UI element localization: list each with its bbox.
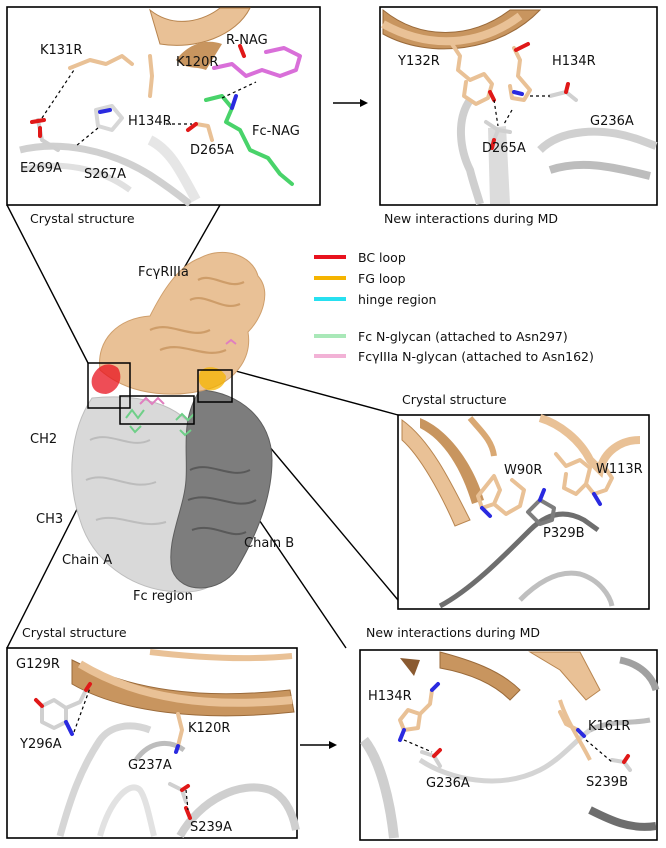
caption-top-right: New interactions during MD (384, 211, 558, 226)
panel-top-left-ribbons (19, 7, 251, 207)
caption-bottom-right: New interactions during MD (366, 625, 540, 640)
residue-label: H134R (368, 689, 412, 704)
residue-label: D265A (482, 141, 526, 156)
zoom-box-bc-loop (87, 362, 131, 409)
residue-label: W113R (596, 462, 643, 477)
fc-glycan-sticks (125, 408, 195, 437)
panel-mid-right-ribbons (401, 414, 641, 609)
panel-mid-right: W90R W113R P329B (397, 414, 650, 610)
legend-label-hinge: hinge region (358, 292, 436, 307)
residue-label: K161R (588, 719, 630, 734)
arrow-top (333, 99, 368, 107)
residue-label: H134R (552, 54, 596, 69)
arrow-bottom (300, 741, 337, 749)
residue-label: W90R (504, 463, 542, 478)
residue-label: R-NAG (226, 33, 268, 48)
residue-label: G236A (590, 114, 634, 129)
receptor-label: FcγRIIIa (138, 265, 189, 280)
panel-top-left-sticks (30, 44, 302, 186)
panel-bottom-right-ribbons (359, 651, 660, 839)
panel-bottom-left-ribbons (56, 649, 300, 839)
panel-bottom-left-hbonds (73, 687, 189, 811)
legend-label-receptor-glycan: FcγIIIa N-glycan (attached to Asn162) (358, 349, 594, 364)
panel-bottom-right: H134R K161R G236A S239B (359, 649, 660, 841)
receptor-ribbons (149, 276, 245, 354)
residue-label: Fc-NAG (252, 124, 300, 139)
panel-bottom-right-hbonds (403, 739, 613, 763)
residue-label: S239A (190, 820, 232, 835)
residue-label: S239B (586, 775, 628, 790)
residue-label: E269A (20, 161, 62, 176)
residue-label: D265A (190, 143, 234, 158)
chain-a-ribbons (85, 436, 167, 526)
legend: BC loop FG loop hinge region Fc N-glycan… (314, 250, 594, 364)
residue-label: G236A (426, 776, 470, 791)
caption-mid-right: Crystal structure (402, 392, 507, 407)
chain-a-label: Chain A (62, 553, 112, 568)
residue-label: P329B (543, 526, 585, 541)
ch3-label: CH3 (36, 512, 63, 527)
panel-bottom-left-sticks (34, 682, 192, 820)
panel-bottom-right-sticks (398, 682, 632, 772)
fc-region-label: Fc region (133, 589, 193, 604)
ch2-label: CH2 (30, 432, 57, 447)
chain-b-surface (170, 389, 273, 589)
panel-top-left-hbonds (41, 69, 257, 147)
legend-label-bc-loop: BC loop (358, 250, 406, 265)
residue-label: S267A (84, 167, 126, 182)
panel-top-right: Y132R H134R D265A G236A (379, 6, 658, 206)
residue-label: K120R (188, 721, 230, 736)
zoom-box-interface (119, 395, 195, 425)
panel-top-right-hbonds (493, 95, 550, 127)
residue-label: Y132R (397, 54, 440, 69)
residue-label: Y296A (19, 737, 62, 752)
residue-label: G237A (128, 758, 172, 773)
residue-label: H134R (128, 114, 172, 129)
legend-label-fg-loop: FG loop (358, 271, 406, 286)
caption-top-left: Crystal structure (30, 211, 135, 226)
caption-bottom-left: Crystal structure (22, 625, 127, 640)
receptor-glycan-sticks (139, 338, 237, 406)
zoom-box-fg-loop (197, 369, 233, 403)
panel-mid-right-sticks (476, 452, 614, 526)
chain-b-label: Chain B (244, 536, 294, 551)
legend-label-fc-glycan: Fc N-glycan (attached to Asn297) (358, 329, 568, 344)
residue-label: K120R (176, 55, 218, 70)
panel-bottom-left: G129R Y296A K120R G237A S239A (6, 647, 300, 839)
panel-top-left: K131R K120R R-NAG H134R Fc-NAG D265A E26… (6, 6, 321, 207)
surface-structure (71, 251, 273, 593)
chain-b-ribbons (187, 466, 257, 536)
receptor-surface (99, 251, 266, 395)
panel-top-right-sticks (450, 42, 578, 150)
fg-loop-patch (198, 367, 226, 391)
residue-label: G129R (16, 657, 60, 672)
residue-label: K131R (40, 43, 82, 58)
bc-loop-patch (91, 364, 121, 394)
